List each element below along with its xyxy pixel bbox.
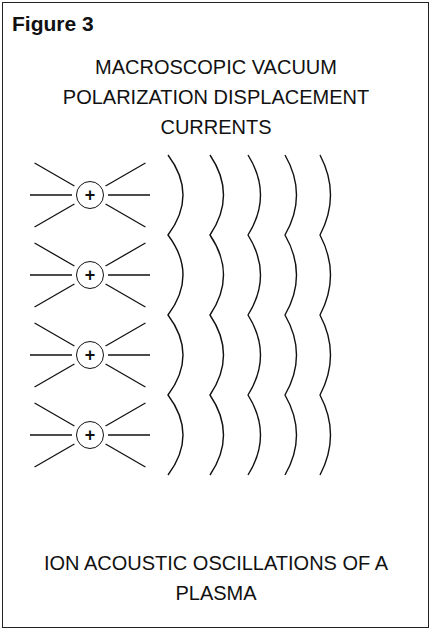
field-line <box>108 354 150 355</box>
charge-circle: + <box>76 341 104 369</box>
figure-title: Figure 3 <box>12 12 94 36</box>
field-line <box>35 163 75 186</box>
heading-label: MACROSCOPIC VACUUM POLARIZATION DISPLACE… <box>31 52 401 142</box>
charge-circle: + <box>76 421 104 449</box>
charge-sign: + <box>85 266 96 284</box>
charge-sign: + <box>85 186 96 204</box>
field-line <box>106 444 146 467</box>
field-line <box>106 163 146 186</box>
field-line <box>108 194 150 195</box>
field-line <box>30 434 72 435</box>
field-line <box>106 243 146 266</box>
field-line <box>35 243 75 266</box>
field-line <box>35 364 75 387</box>
field-line <box>106 323 146 346</box>
wave-front <box>210 155 224 475</box>
field-line <box>108 274 150 275</box>
field-line <box>35 323 75 346</box>
field-line <box>35 403 75 426</box>
charge-sign: + <box>85 426 96 444</box>
wave-front <box>168 155 183 475</box>
field-line <box>30 354 72 355</box>
charge-circle: + <box>76 181 104 209</box>
field-line <box>35 284 75 307</box>
field-line <box>106 204 146 227</box>
charge-circle: + <box>76 261 104 289</box>
field-line <box>106 403 146 426</box>
wave-front <box>285 155 297 475</box>
field-line <box>30 194 72 195</box>
figure-caption: ION ACOUSTIC OSCILLATIONS OF A PLASMA <box>31 548 401 608</box>
field-line <box>108 434 150 435</box>
field-line <box>106 364 146 387</box>
charge-sign: + <box>85 346 96 364</box>
wave-front <box>248 155 261 475</box>
field-line <box>35 444 75 467</box>
field-line <box>35 204 75 227</box>
field-line <box>30 274 72 275</box>
field-line <box>106 284 146 307</box>
wave-front <box>320 155 331 475</box>
